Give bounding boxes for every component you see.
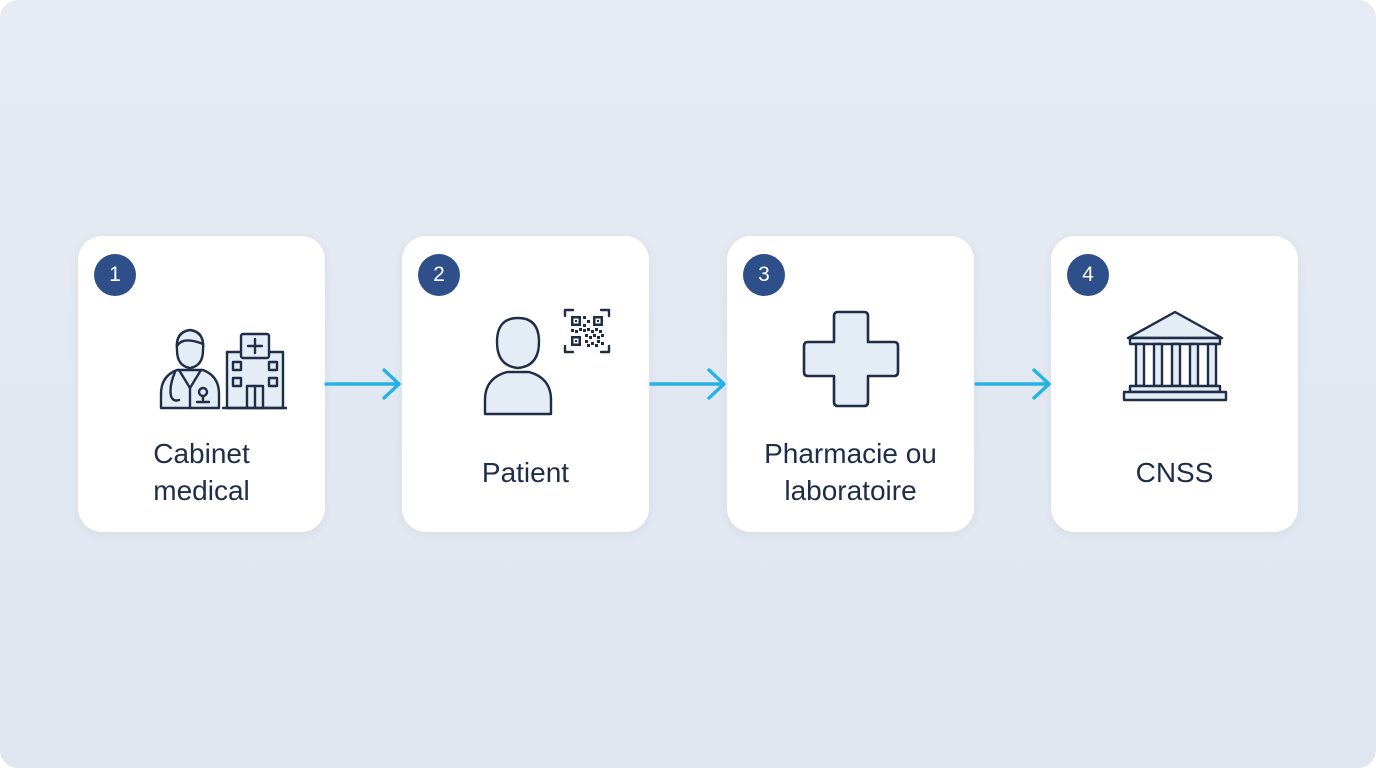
patient-qr-code-icon xyxy=(402,308,649,418)
step-label-line: Cabinet xyxy=(153,438,250,469)
step-number-badge: 3 xyxy=(743,254,785,296)
step-label-line: Pharmacie ou xyxy=(764,438,937,469)
step-label-line: Patient xyxy=(481,456,570,488)
arrow-right-icon xyxy=(649,366,727,402)
step-card-pharmacie-laboratoire: 3 Pharmacie ou laboratoire xyxy=(727,236,974,532)
step-number-badge: 2 xyxy=(418,254,460,296)
step-label-line: medical xyxy=(153,475,250,506)
doctor-hospital-icon xyxy=(78,308,325,418)
step-card-cnss: 4 CNSS xyxy=(1051,236,1298,532)
step-number-badge: 4 xyxy=(1067,254,1109,296)
step-label: Pharmacie ou laboratoire xyxy=(737,432,964,512)
step-number-badge: 1 xyxy=(94,254,136,296)
arrow-right-icon xyxy=(974,366,1052,402)
medical-cross-icon xyxy=(727,308,974,418)
arrow-right-icon xyxy=(324,366,402,402)
step-label: Patient xyxy=(412,432,639,512)
step-label: CNSS xyxy=(1061,432,1288,512)
institution-building-icon xyxy=(1051,308,1298,418)
step-card-cabinet-medical: 1 xyxy=(78,236,325,532)
step-label-line: laboratoire xyxy=(784,475,917,506)
step-label: Cabinet medical xyxy=(88,432,315,512)
step-label-line: CNSS xyxy=(1135,456,1214,488)
step-card-patient: 2 xyxy=(402,236,649,532)
